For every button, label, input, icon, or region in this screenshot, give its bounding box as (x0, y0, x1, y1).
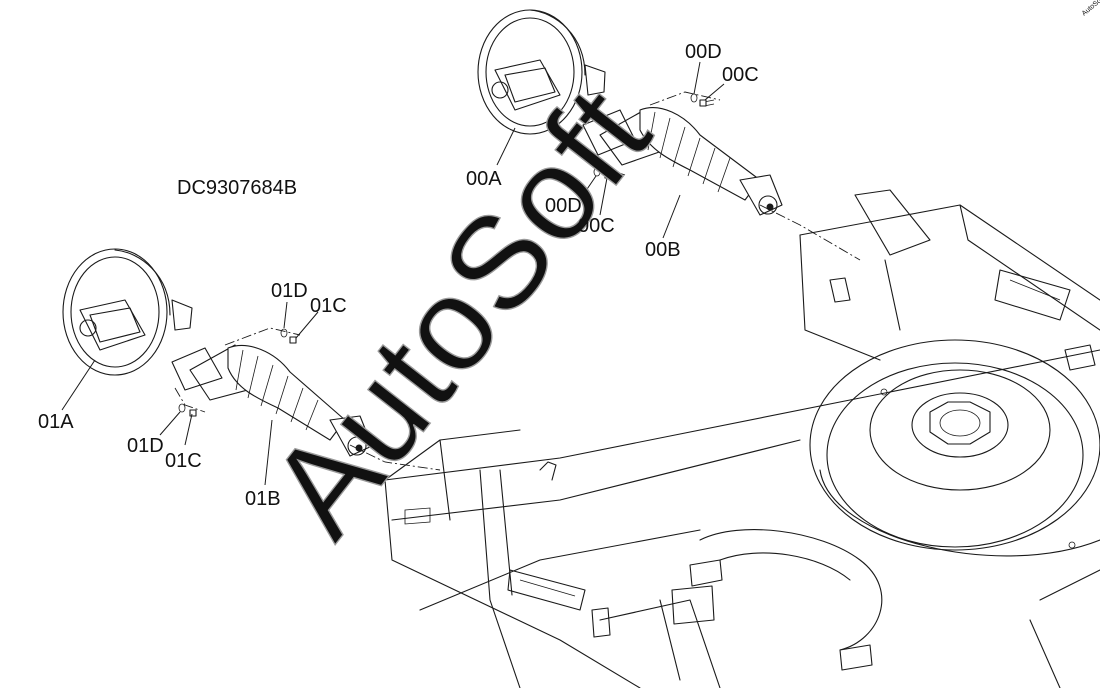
callout-00A: 00A (466, 168, 502, 190)
corner-logo: AutoSoft (1081, 0, 1100, 18)
leader-lines (61, 61, 725, 486)
callout-01D-top: 01D (271, 280, 308, 302)
track-frame (384, 189, 1100, 688)
callout-00C-top: 00C (722, 64, 759, 86)
idler-assembly-01 (62, 248, 441, 471)
callout-01B: 01B (245, 488, 281, 510)
document-id: DC9307684B (177, 177, 297, 199)
callout-01C-top: 01C (310, 295, 347, 317)
bolt-washer-01-top (280, 328, 297, 344)
recoil-spring-01 (171, 344, 373, 457)
bolt-washer-01-bottom (178, 403, 197, 417)
recoil-spring-00 (582, 107, 783, 216)
callout-01D-bottom: 01D (127, 435, 164, 457)
idler-assembly-00 (477, 9, 861, 261)
callout-00B: 00B (645, 239, 681, 261)
callout-01A: 01A (38, 411, 74, 433)
callout-00D-top: 00D (685, 41, 722, 63)
front-idler-00 (477, 9, 606, 135)
bolt-washer-00-top (690, 93, 715, 107)
front-idler-01 (62, 248, 193, 376)
callout-01C-bottom: 01C (165, 450, 202, 472)
bolt-washer-00-bottom (593, 167, 612, 179)
callout-00D-bottom: 00D (545, 195, 582, 217)
callout-00C-bottom: 00C (578, 215, 615, 237)
